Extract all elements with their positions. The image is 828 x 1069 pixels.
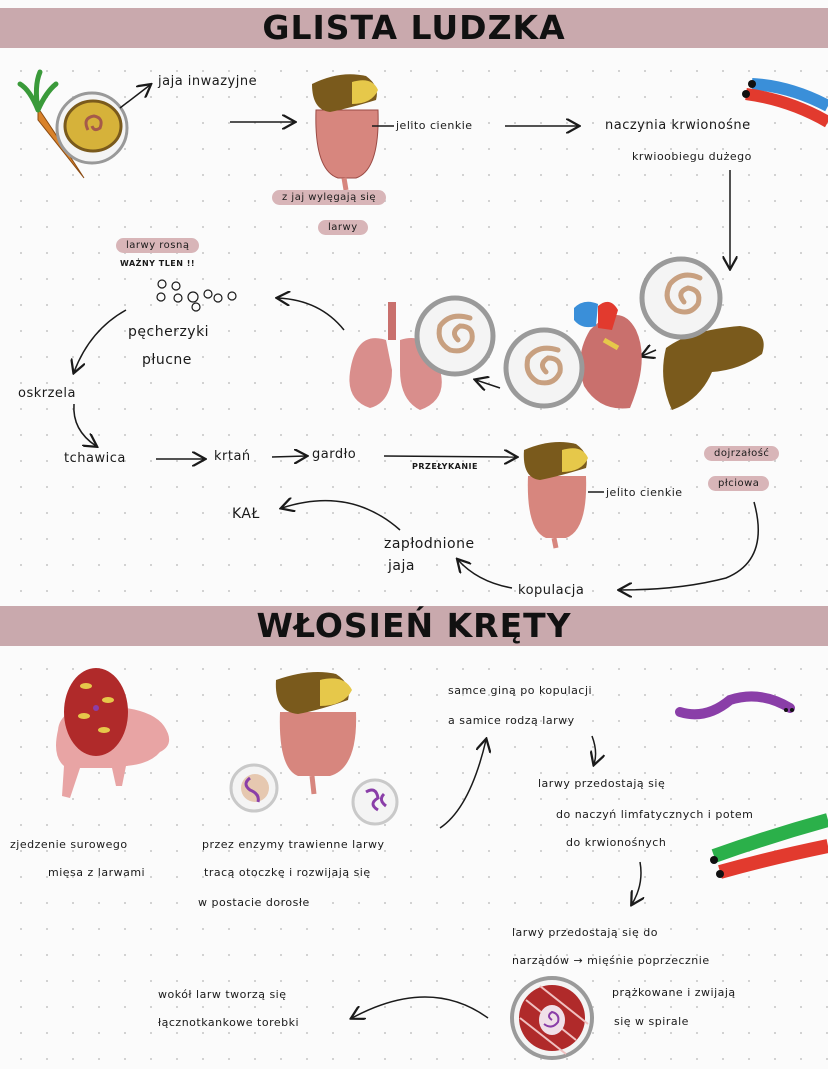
label-zjedzenie-1: zjedzenie surowego (10, 838, 128, 851)
label-zjedzenie-2: mięsa z larwami (48, 866, 146, 879)
label-larwy-7: się w spirale (614, 1015, 689, 1028)
label-larwy-5: narządów → mięśnie poprzecznie (512, 954, 710, 967)
larva-cyst-icon-1 (229, 763, 279, 813)
label-tchawica: tchawica (64, 451, 126, 466)
muscle-larva-icon (510, 976, 594, 1060)
worm-icon (675, 691, 795, 720)
label-larwy-2: do naczyń limfatycznych i potem (556, 808, 754, 821)
heart-icon (574, 301, 642, 409)
liver-icon (663, 326, 764, 410)
liver-intestine-icon-2 (523, 442, 588, 549)
blood-vessel-icon-1 (742, 78, 828, 128)
label-wylegaja-1: z jaj wylęgają się (272, 190, 387, 205)
label-dojrzalosc-2: płciowa (708, 476, 770, 491)
label-gardlo: gardło (312, 447, 357, 462)
label-samce-1: samce giną po kopulacji (448, 684, 593, 697)
label-pecherzyki-2: płucne (142, 352, 192, 368)
label-wylegaja-2: larwy (318, 220, 368, 235)
label-pecherzyki-1: pęcherzyki (128, 324, 210, 340)
label-kopulacja: kopulacja (518, 583, 585, 598)
label-larwy-rosna: larwy rosną (116, 238, 200, 253)
liver-intestine-icon-3 (275, 672, 357, 795)
section1-title: GLISTA LUDZKA (262, 8, 566, 47)
egg-icon (55, 91, 129, 165)
label-wokol-1: wokół larw tworzą się (158, 988, 287, 1001)
blood-vessel-icon-2 (710, 813, 828, 879)
label-larwy-6: prążkowane i zwijają (612, 986, 736, 999)
label-larwy-1: larwy przedostają się (538, 777, 666, 790)
label-jelito-2: jelito cienkie (606, 486, 683, 499)
label-wokol-2: łącznotkankowe torebki (158, 1016, 300, 1029)
label-zaplodnione-1: zapłodnione (384, 536, 475, 552)
section1-banner (0, 8, 828, 48)
label-larwy-4: larwy przedostają się do (512, 926, 658, 939)
label-wazny-tlen: WAŻNY TLEN !! (120, 259, 196, 268)
larva-circle-icon-1 (414, 295, 496, 377)
larva-cyst-icon-2 (351, 778, 399, 826)
larva-circle-icon-3 (639, 256, 723, 340)
infected-meat-icon (64, 668, 128, 756)
alveoli-bubbles-icon (156, 279, 237, 312)
label-samce-2: a samice rodzą larwy (448, 714, 575, 727)
label-jelito-1: jelito cienkie (396, 119, 473, 132)
label-naczynia-2: krwioobiegu dużego (632, 150, 752, 163)
label-enzymy-1: przez enzymy trawienne larwy (202, 838, 385, 851)
label-enzymy-3: w postacie dorosłe (198, 896, 310, 909)
label-oskrzela: oskrzela (18, 386, 76, 401)
label-jaja: jaja inwazyjne (158, 74, 258, 89)
label-larwy-3: do krwionośnych (566, 836, 667, 849)
liver-intestine-icon-1 (312, 74, 379, 191)
label-przelykanie: PRZEŁYKANIE (412, 462, 478, 471)
section2-banner (0, 606, 828, 646)
label-naczynia-1: naczynia krwionośne (605, 118, 751, 133)
label-zaplodnione-2: jaja (388, 558, 415, 574)
section2-title: WŁOSIEŃ KRĘTY (256, 606, 572, 645)
label-krtan: krtań (214, 449, 251, 464)
label-dojrzalosc-1: dojrzałość (704, 446, 780, 461)
label-kal: KAŁ (232, 506, 260, 522)
label-enzymy-2: tracą otoczkę i rozwijają się (204, 866, 371, 879)
larva-circle-icon-2 (503, 327, 585, 409)
